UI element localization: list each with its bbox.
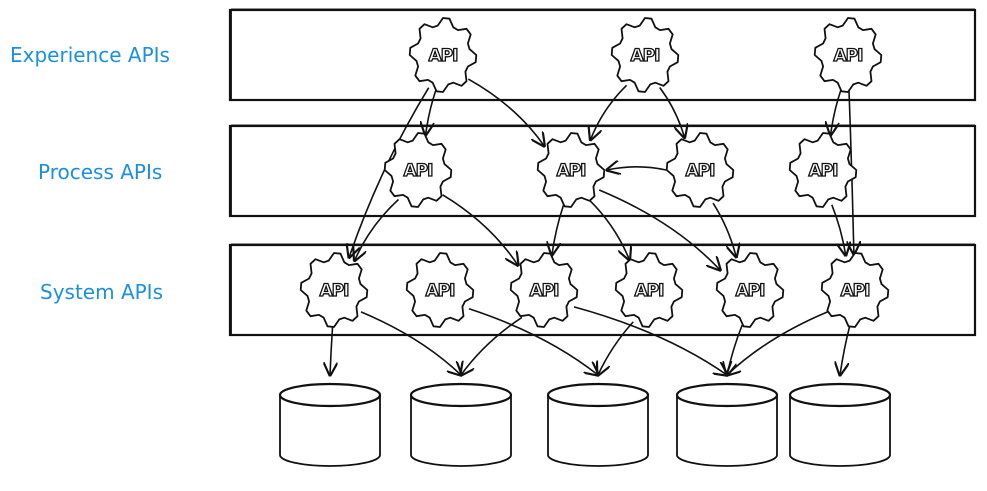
- gear-icon: [788, 132, 858, 208]
- layer-box-sketch-system: [231, 243, 975, 336]
- api-node-label: API: [320, 281, 349, 301]
- api-node-label: API: [530, 281, 559, 301]
- gear-icon: [614, 252, 684, 328]
- connection-arrow: [712, 202, 736, 257]
- connection-arrow: [461, 316, 523, 375]
- api-node-label: API: [635, 281, 664, 301]
- database-top: [546, 382, 650, 408]
- api-node-label: API: [404, 161, 433, 181]
- api-node-label: API: [736, 281, 765, 301]
- database-top: [409, 382, 513, 408]
- api-node-system-3: API: [614, 252, 684, 328]
- connection-arrow: [330, 325, 333, 375]
- gear-icon: [509, 252, 579, 328]
- api-node-label: API: [686, 161, 715, 181]
- api-node-label: API: [841, 281, 870, 301]
- database-cylinder-icon: [279, 395, 381, 467]
- database-3: [675, 382, 779, 467]
- connection-arrow: [467, 78, 544, 146]
- api-node-system-4: API: [715, 252, 785, 328]
- layer-box-sketch-experience: [231, 8, 975, 101]
- api-node-process-1: API: [536, 132, 606, 208]
- api-node-process-2: API: [665, 132, 735, 208]
- database-top: [675, 382, 779, 408]
- gear-icon: [610, 17, 680, 93]
- connection-arrow: [607, 167, 667, 170]
- database-cylinder-icon: [410, 395, 512, 467]
- api-node-label: API: [429, 46, 458, 66]
- gear-icon: [813, 17, 883, 93]
- layer-box-process: [228, 124, 977, 218]
- connection-arrow: [831, 89, 842, 135]
- connection-arrow: [552, 204, 565, 255]
- gear-icon: [405, 252, 475, 328]
- api-node-experience-1: API: [610, 17, 680, 93]
- api-node-label: API: [426, 281, 455, 301]
- api-node-system-2: API: [509, 252, 579, 328]
- gear-icon: [715, 252, 785, 328]
- database-0: [278, 382, 382, 467]
- gear-icon: [665, 132, 735, 208]
- api-node-experience-0: API: [408, 17, 478, 93]
- api-node-label: API: [631, 46, 660, 66]
- layer-box-system: [228, 243, 977, 337]
- api-node-label: API: [809, 161, 838, 181]
- api-node-experience-2: API: [813, 17, 883, 93]
- connection-arrow: [355, 198, 400, 261]
- connection-arrow: [840, 325, 851, 375]
- api-node-system-0: API: [299, 252, 369, 328]
- connection-arrow: [468, 308, 598, 375]
- layer-box-sketch-process: [231, 124, 975, 217]
- layer-label-system: System APIs: [40, 280, 163, 304]
- database-cylinder-icon: [547, 395, 649, 467]
- api-node-system-5: API: [820, 252, 890, 328]
- gear-icon: [299, 252, 369, 328]
- database-4: [788, 382, 892, 467]
- connection-arrow: [588, 199, 630, 260]
- connection-arrow: [573, 306, 727, 375]
- connection-arrow: [659, 87, 685, 138]
- api-node-label: API: [834, 46, 863, 66]
- layer-box-experience: [228, 8, 977, 102]
- gear-icon: [536, 132, 606, 208]
- connection-arrow: [442, 194, 518, 265]
- api-node-process-3: API: [788, 132, 858, 208]
- connection-arrow: [360, 311, 461, 375]
- database-1: [409, 382, 513, 467]
- database-top: [278, 382, 382, 408]
- layer-label-experience: Experience APIs: [10, 43, 170, 67]
- connection-arrow: [598, 321, 634, 375]
- database-cylinder-icon: [789, 395, 891, 467]
- connection-arrow: [727, 310, 829, 375]
- connection-arrow: [591, 84, 628, 139]
- connection-arrow: [831, 204, 846, 255]
- connection-arrow: [426, 89, 437, 135]
- gear-icon: [408, 17, 478, 93]
- connection-arrow: [598, 189, 720, 270]
- api-node-label: API: [557, 161, 586, 181]
- gear-icon: [383, 132, 453, 208]
- database-top: [788, 382, 892, 408]
- api-node-system-1: API: [405, 252, 475, 328]
- database-2: [546, 382, 650, 467]
- api-node-process-0: API: [383, 132, 453, 208]
- gear-icon: [820, 252, 890, 328]
- layer-label-process: Process APIs: [38, 160, 163, 184]
- database-cylinder-icon: [676, 395, 778, 467]
